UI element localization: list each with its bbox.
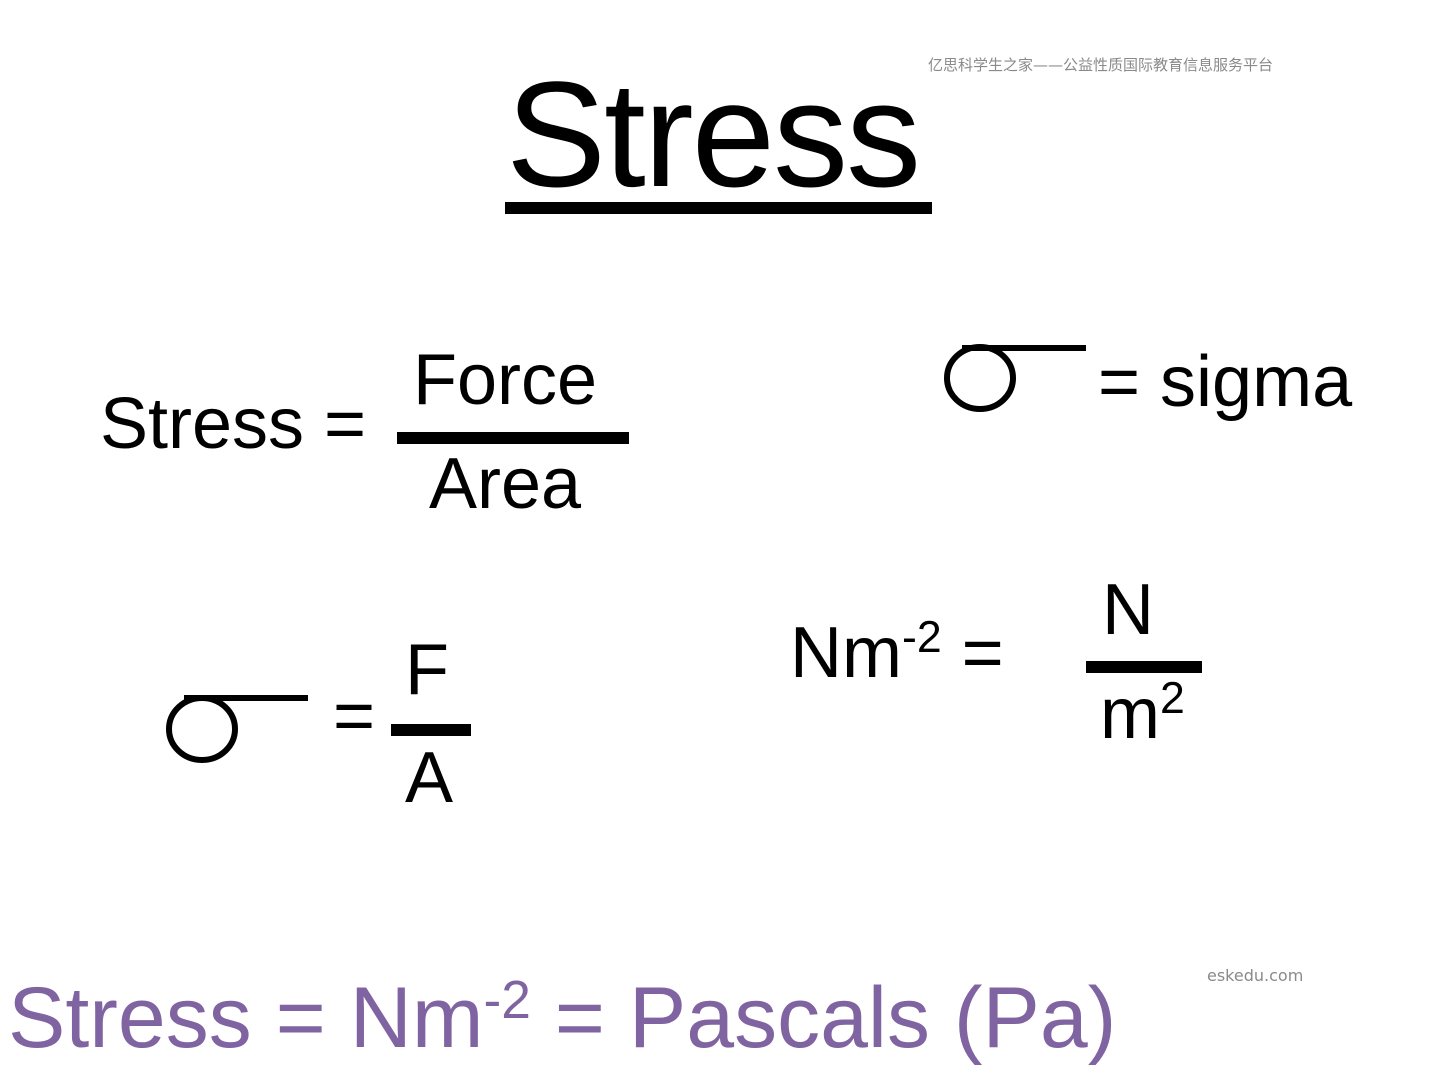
unit-equation-left: Nm-2 = xyxy=(790,613,1004,703)
unit-equals-sign: = xyxy=(941,613,1004,693)
sigma-definition-text: = sigma xyxy=(1098,342,1353,422)
unit-base: Nm xyxy=(790,613,902,693)
sigma-symbol-icon xyxy=(944,344,1086,412)
area-denominator: Area xyxy=(429,444,582,524)
slide-title: Stress xyxy=(506,50,921,218)
watermark-top: 亿思科学生之家——公益性质国际教育信息服务平台 xyxy=(928,56,1274,74)
sigma-symbol-icon xyxy=(166,695,308,763)
fraction-bar-force-area xyxy=(397,432,629,444)
n-numerator: N xyxy=(1102,570,1154,650)
summary-line: Stress = Nm-2 = Pascals (Pa) xyxy=(8,970,1116,1078)
m-exponent: 2 xyxy=(1159,674,1185,724)
f-numerator: F xyxy=(405,630,449,710)
watermark-bottom: eskedu.com xyxy=(1207,966,1304,985)
force-numerator: Force xyxy=(413,340,598,420)
title-underline xyxy=(505,202,932,214)
summary-part1: Stress = Nm xyxy=(8,970,484,1066)
fraction-bar-n-m2 xyxy=(1086,661,1202,673)
fraction-bar-f-a xyxy=(391,724,471,736)
stress-equals-label: Stress = xyxy=(100,384,367,464)
m-squared-denominator: m2 xyxy=(1100,674,1185,764)
sigma-equals-sign: = xyxy=(333,676,376,756)
a-denominator: A xyxy=(405,738,454,818)
unit-exponent: -2 xyxy=(901,613,942,663)
summary-exponent: -2 xyxy=(483,970,531,1030)
m-base: m xyxy=(1100,674,1160,754)
summary-part2: = Pascals (Pa) xyxy=(530,970,1117,1066)
